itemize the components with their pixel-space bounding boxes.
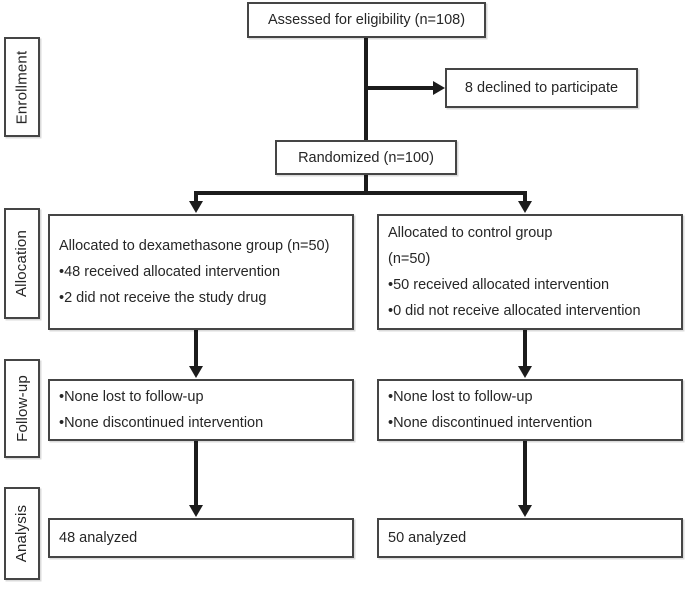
box-bullet: None lost to follow-up bbox=[388, 384, 677, 410]
stage-label-followup: Follow-up bbox=[4, 359, 40, 458]
connector-randomized-stub bbox=[364, 175, 368, 193]
connector-alloc-to-followup-left bbox=[194, 330, 198, 367]
arrowhead-down-allocation-right bbox=[518, 201, 532, 213]
box-bullet: None lost to follow-up bbox=[59, 384, 348, 410]
box-bullet: None discontinued intervention bbox=[388, 410, 677, 436]
connector-followup-to-analysis-left bbox=[194, 441, 198, 506]
box-text: 50 analyzed bbox=[388, 530, 467, 546]
stage-label-text: Enrollment bbox=[13, 50, 31, 124]
followup-dexamethasone-box: None lost to follow-up None discontinued… bbox=[48, 379, 354, 441]
box-bullet: None discontinued intervention bbox=[59, 410, 348, 436]
box-bullet: 2 did not receive the study drug bbox=[59, 285, 348, 311]
stage-label-enrollment: Enrollment bbox=[4, 37, 40, 137]
allocation-control-box: Allocated to control group (n=50) 50 rec… bbox=[377, 214, 683, 330]
connector-followup-to-analysis-right bbox=[523, 441, 527, 506]
box-bullet: 50 received allocated intervention bbox=[388, 272, 677, 298]
followup-control-box: None lost to follow-up None discontinued… bbox=[377, 379, 683, 441]
connector-branch-left bbox=[194, 193, 198, 202]
arrowhead-down-followup-left bbox=[189, 366, 203, 378]
declined-box: 8 declined to participate bbox=[445, 68, 638, 108]
stage-label-text: Allocation bbox=[13, 229, 31, 298]
arrowhead-down-allocation-left bbox=[189, 201, 203, 213]
randomized-box: Randomized (n=100) bbox=[275, 140, 457, 175]
allocation-dexamethasone-box: Allocated to dexamethasone group (n=50) … bbox=[48, 214, 354, 330]
box-title: Allocated to control group bbox=[388, 225, 553, 241]
box-text: 8 declined to participate bbox=[464, 80, 619, 96]
connector-to-declined bbox=[366, 86, 433, 90]
stage-label-text: Analysis bbox=[13, 504, 31, 563]
box-text: Assessed for eligibility (n=108) bbox=[267, 12, 466, 28]
stage-label-allocation: Allocation bbox=[4, 208, 40, 319]
arrowhead-down-analysis-right bbox=[518, 505, 532, 517]
box-bullet: 48 received allocated intervention bbox=[59, 259, 348, 285]
analysis-dexamethasone-box: 48 analyzed bbox=[48, 518, 354, 558]
connector-branch-horizontal bbox=[194, 191, 527, 195]
arrowhead-down-followup-right bbox=[518, 366, 532, 378]
analysis-control-box: 50 analyzed bbox=[377, 518, 683, 558]
box-text: 48 analyzed bbox=[59, 530, 138, 546]
assessed-eligibility-box: Assessed for eligibility (n=108) bbox=[247, 2, 486, 38]
stage-label-text: Follow-up bbox=[13, 375, 31, 442]
box-subtitle: (n=50) bbox=[388, 251, 431, 267]
connector-branch-right bbox=[523, 193, 527, 202]
connector-alloc-to-followup-right bbox=[523, 330, 527, 367]
arrowhead-down-analysis-left bbox=[189, 505, 203, 517]
arrowhead-right-declined bbox=[433, 81, 445, 95]
stage-label-analysis: Analysis bbox=[4, 487, 40, 580]
box-bullet: 0 did not receive allocated intervention bbox=[388, 298, 677, 324]
box-title: Allocated to dexamethasone group (n=50) bbox=[59, 238, 330, 254]
box-text: Randomized (n=100) bbox=[298, 149, 434, 166]
